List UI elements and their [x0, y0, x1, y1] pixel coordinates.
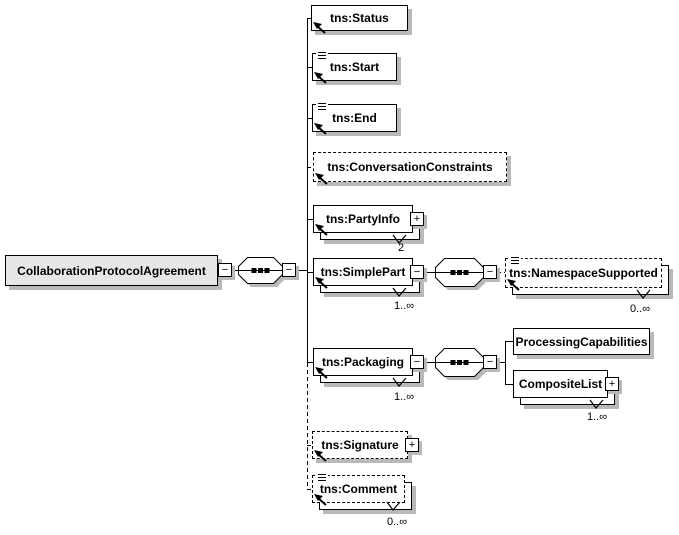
expand-toggle-party-info[interactable]: +: [410, 212, 424, 226]
collapse-toggle-root-sequence[interactable]: −: [282, 263, 296, 277]
occurrence-namespace-supported: 0..∞: [629, 303, 651, 315]
node-label: ProcessingCapabilities: [515, 334, 648, 349]
repeat-zigzag-icon: [392, 234, 407, 244]
node-composite-list[interactable]: CompositeList: [513, 370, 608, 398]
node-start[interactable]: tns:Start: [312, 50, 397, 84]
node-signature[interactable]: tns:Signature: [312, 431, 408, 462]
node-comment[interactable]: tns:Comment: [312, 472, 405, 506]
reference-arrow-icon: [313, 22, 327, 37]
reference-arrow-icon: [315, 173, 329, 188]
node-label: CompositeList: [518, 377, 603, 391]
node-label: tns:Comment: [319, 482, 398, 496]
node-namespace-supported[interactable]: tns:NamespaceSupported: [505, 255, 662, 291]
content-model-icon: [316, 101, 328, 112]
repeat-zigzag-icon: [589, 399, 604, 409]
expand-toggle-signature[interactable]: +: [405, 438, 419, 452]
reference-arrow-icon: [314, 123, 328, 138]
content-model-icon: [316, 50, 328, 61]
node-collaboration-protocol-agreement[interactable]: CollaborationProtocolAgreement: [5, 255, 218, 286]
node-label: tns:PartyInfo: [325, 212, 400, 226]
node-party-info[interactable]: tns:PartyInfo: [313, 205, 413, 236]
node-label: tns:Packaging: [321, 355, 405, 369]
collapse-toggle-root[interactable]: −: [218, 263, 232, 277]
reference-arrow-icon: [314, 494, 328, 509]
expand-toggle-composite-list[interactable]: +: [605, 377, 619, 391]
reference-arrow-icon: [315, 367, 329, 382]
node-status[interactable]: tns:Status: [311, 5, 408, 34]
collapse-toggle-simple-part-sequence[interactable]: −: [483, 265, 497, 279]
node-simple-part[interactable]: tns:SimplePart: [313, 258, 413, 289]
occurrence-comment: 0..∞: [386, 516, 408, 528]
node-label: tns:End: [332, 111, 377, 125]
reference-arrow-icon: [314, 72, 328, 87]
node-label: tns:NamespaceSupported: [509, 266, 658, 280]
content-model-icon: [316, 472, 328, 483]
collapse-toggle-packaging-sequence[interactable]: −: [483, 355, 497, 369]
content-model-icon: [509, 255, 521, 266]
node-conversation-constraints[interactable]: tns:ConversationConstraints: [313, 152, 507, 185]
node-label: tns:SimplePart: [320, 265, 406, 279]
collapse-toggle-simple-part[interactable]: −: [410, 265, 424, 279]
node-label: tns:Status: [330, 11, 389, 25]
node-end[interactable]: tns:End: [312, 101, 397, 135]
node-label: tns:Signature: [321, 438, 399, 452]
node-label: tns:Start: [329, 60, 380, 74]
reference-arrow-icon: [315, 224, 329, 239]
collapse-toggle-packaging[interactable]: −: [410, 355, 424, 369]
node-label: tns:ConversationConstraints: [327, 160, 493, 174]
node-label: CollaborationProtocolAgreement: [17, 263, 206, 278]
repeat-zigzag-icon: [392, 287, 407, 297]
repeat-zigzag-icon: [386, 501, 401, 511]
repeat-zigzag-icon: [392, 377, 407, 387]
node-processing-capabilities[interactable]: ProcessingCapabilities: [513, 328, 650, 355]
occurrence-packaging: 1..∞: [393, 391, 415, 403]
node-packaging[interactable]: tns:Packaging: [313, 348, 413, 379]
occurrence-simple-part: 1..∞: [393, 300, 415, 312]
occurrence-composite-list: 1..∞: [586, 411, 608, 423]
reference-arrow-icon: [507, 279, 521, 294]
reference-arrow-icon: [314, 450, 328, 465]
reference-arrow-icon: [315, 277, 329, 292]
repeat-zigzag-icon: [636, 289, 651, 299]
